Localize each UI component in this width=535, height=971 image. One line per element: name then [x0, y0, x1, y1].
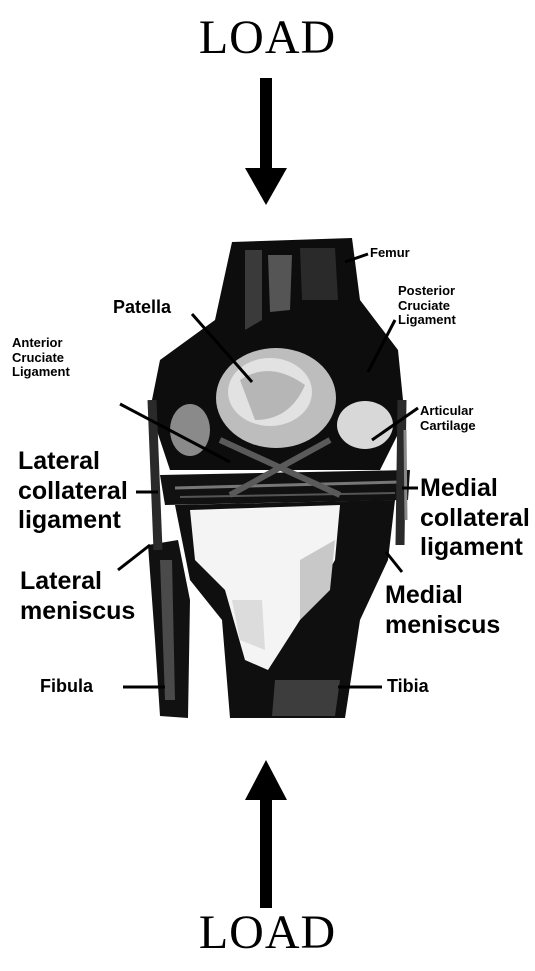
load-arrow-bottom: [245, 760, 287, 908]
medial-meniscus-label: Medial meniscus: [385, 581, 500, 640]
tibia-bone: [175, 500, 395, 718]
fibula-bone: [148, 540, 190, 718]
lateral-collateral-ligament-label: Lateral collateral ligament: [18, 447, 128, 536]
articular-cartilage-label: Articular Cartilage: [420, 404, 476, 433]
menisci: [160, 470, 410, 505]
lateral-meniscus-label: Lateral meniscus: [20, 567, 135, 626]
femur-label: Femur: [370, 246, 410, 261]
patella-label: Patella: [113, 297, 171, 317]
anterior-cruciate-ligament-label: Anterior Cruciate Ligament: [12, 336, 70, 380]
tibia-label: Tibia: [387, 676, 429, 696]
posterior-cruciate-ligament-label: Posterior Cruciate Ligament: [398, 284, 456, 328]
fibula-label: Fibula: [40, 676, 93, 696]
load-arrow-top: [245, 78, 287, 205]
medial-collateral-ligament-label: Medial collateral ligament: [420, 474, 530, 563]
